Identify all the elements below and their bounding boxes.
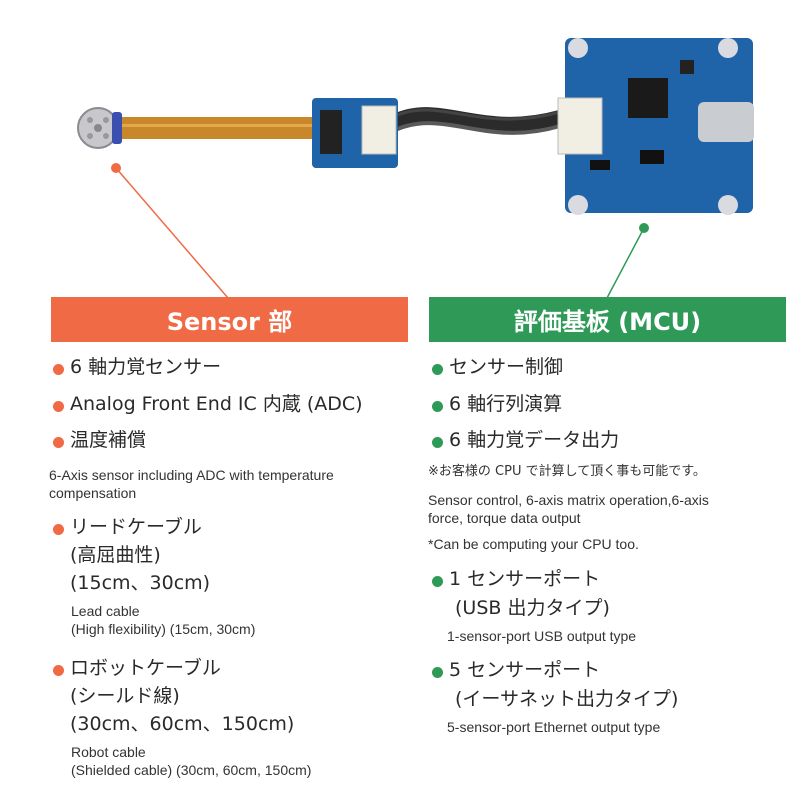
mcu-item-control: センサー制御	[449, 356, 564, 378]
robot-cable-en-line: (Shielded cable) (30cm, 60cm, 150cm)	[71, 762, 312, 779]
robot-cable-en: Robot cable (Shielded cable) (30cm, 60cm…	[71, 743, 311, 779]
bullet	[432, 437, 443, 448]
bullet	[432, 364, 443, 375]
robot-cable-en-line: Robot cable	[71, 744, 146, 760]
bullet	[53, 437, 64, 448]
mcu-desc-line: force, torque data output	[428, 510, 581, 527]
sensor-desc-line: compensation	[49, 485, 137, 502]
cable-bundle	[391, 107, 563, 133]
eth-port-title: 5 センサーポート	[449, 659, 601, 681]
lead-cable-length: (15cm、30cm)	[70, 572, 211, 594]
eth-port-en: 5-sensor-port Ethernet output type	[447, 719, 661, 735]
mcu-board	[565, 38, 753, 213]
sensor-callout-line	[115, 167, 229, 299]
lead-cable-en-line: (High flexibility) (15cm, 30cm)	[71, 621, 256, 638]
mcu-desc: Sensor control, 6-axis matrix operation,…	[428, 491, 709, 527]
mcu-desc-line: Sensor control, 6-axis matrix operation,…	[428, 492, 709, 508]
sensor-item-6axis: 6 軸力覚センサー	[70, 356, 222, 378]
robot-cable-sub: (シールド線)	[70, 685, 180, 707]
mcu-item-matrix: 6 軸行列演算	[449, 393, 563, 415]
bullet	[432, 401, 443, 412]
lead-cable-sub: (高屈曲性)	[70, 544, 161, 566]
lead-cable-title: リードケーブル	[70, 516, 202, 538]
lead-cable-en: Lead cable (High flexibility) (15cm, 30c…	[71, 602, 255, 638]
bullet	[53, 401, 64, 412]
sensor-desc: 6-Axis sensor including ADC with tempera…	[49, 466, 334, 502]
usb-port-title: 1 センサーポート	[449, 568, 601, 590]
usb-port-en: 1-sensor-port USB output type	[447, 628, 637, 644]
lead-cable-en-line: Lead cable	[71, 603, 140, 619]
sensor-title: Sensor 部	[166, 308, 293, 336]
bullet	[53, 665, 64, 676]
mcu-title: 評価基板 (MCU)	[513, 308, 702, 336]
sensor-desc-line: 6-Axis sensor including ADC with tempera…	[49, 467, 334, 483]
mcu-callout-dot	[639, 223, 649, 233]
robot-cable-title: ロボットケーブル	[70, 657, 221, 679]
bullet	[432, 576, 443, 587]
sensor-callout-dot	[111, 163, 121, 173]
bullet	[432, 667, 443, 678]
mcu-callout-line	[606, 227, 645, 299]
sensor-title-banner: Sensor 部	[51, 297, 408, 342]
mcu-can-compute: *Can be computing your CPU too.	[428, 536, 639, 552]
flex-cable	[118, 117, 314, 139]
bullet	[53, 524, 64, 535]
eth-port-sub: (イーサネット出力タイプ)	[455, 688, 679, 710]
usb-port-sub: (USB 出力タイプ)	[455, 597, 610, 619]
sensor-item-temp: 温度補償	[70, 429, 147, 451]
mcu-note: ※お客様の CPU で計算して頂く事も可能です。	[428, 464, 706, 479]
mcu-title-banner: 評価基板 (MCU)	[429, 297, 786, 342]
product-photo	[77, 38, 754, 299]
mcu-item-output: 6 軸力覚データ出力	[449, 429, 620, 451]
sensor-item-adc: Analog Front End IC 内蔵 (ADC)	[70, 393, 363, 415]
bullet	[53, 364, 64, 375]
robot-cable-length: (30cm、60cm、150cm)	[70, 713, 295, 735]
